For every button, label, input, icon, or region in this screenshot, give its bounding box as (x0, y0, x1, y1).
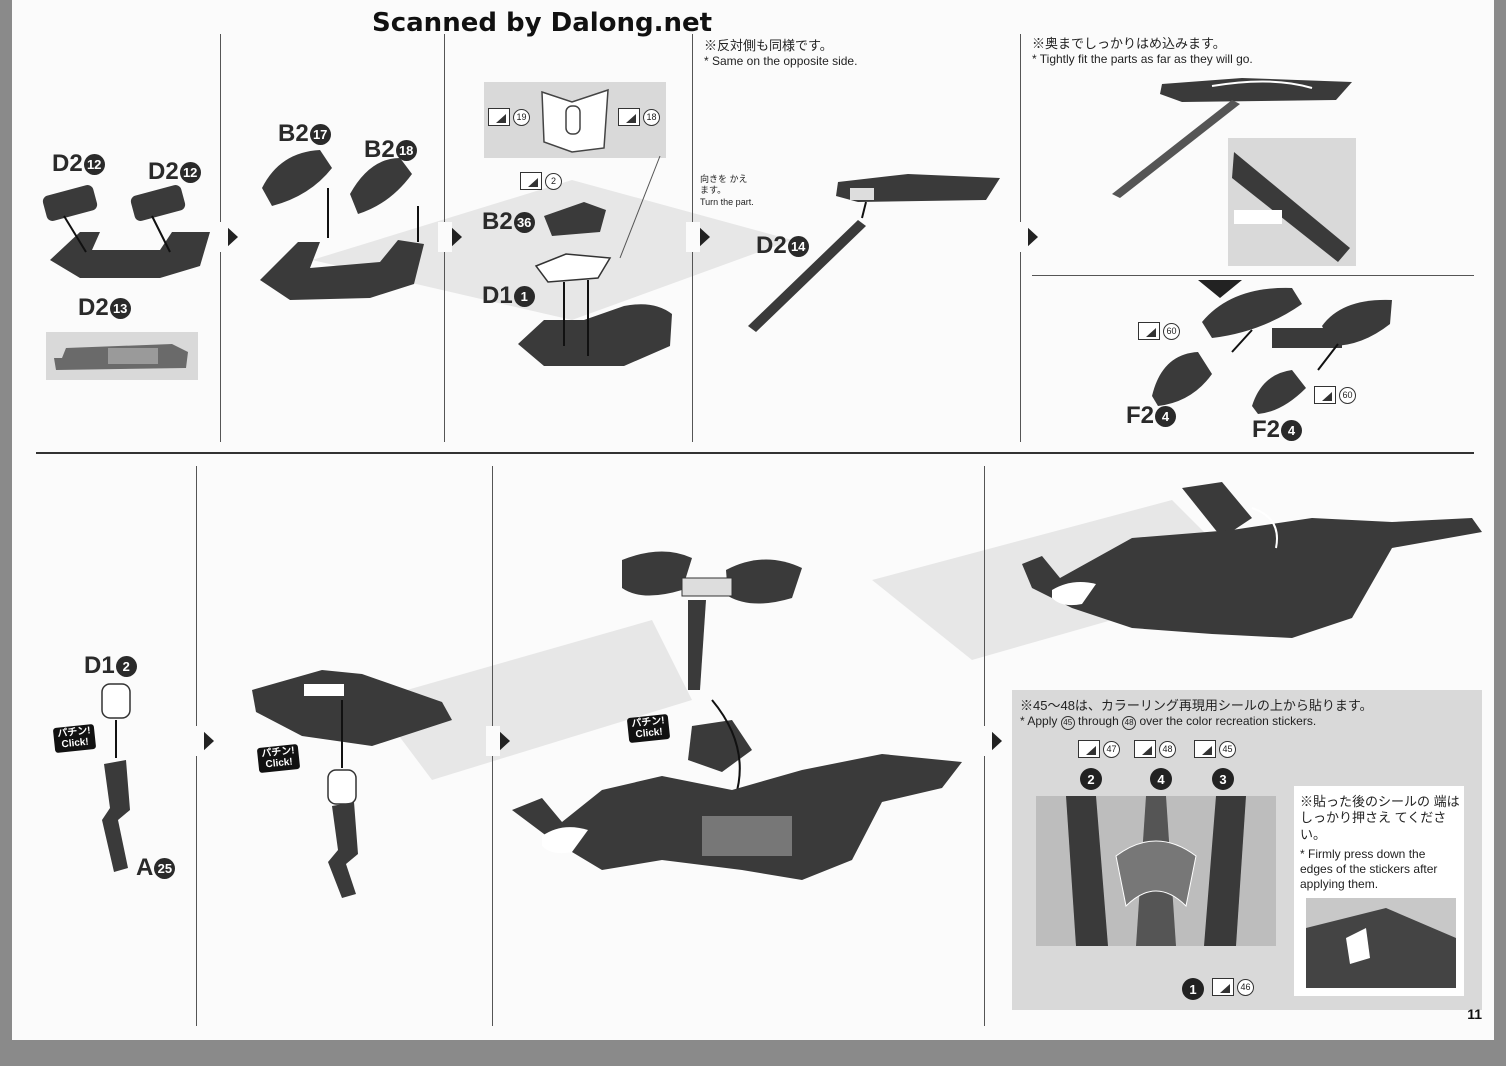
next-step-arrow (1014, 222, 1038, 252)
turn-note: 向きを かえます。 Turn the part. (700, 174, 754, 207)
part-drawing-step2 (260, 150, 424, 300)
next-step-arrow (214, 222, 238, 252)
part-drawing-step3 (518, 155, 672, 366)
down-step-arrow (1198, 280, 1242, 298)
sticker-closeup-drawing (1066, 796, 1246, 946)
sticker-note: ※45〜48は、カラーリング再現用シールの上から貼ります。 * Apply 45… (1020, 698, 1373, 731)
instruction-note: ※奥までしっかりはめ込みます。 * Tightly fit the parts … (1032, 36, 1253, 67)
sticker-callout: 47 (1078, 740, 1120, 758)
sticker-callout: 18 (618, 108, 660, 126)
sticker-callout: 2 (520, 172, 562, 190)
next-step-arrow (190, 726, 214, 756)
part-drawing-step4 (748, 174, 1000, 332)
part-drawing-step5-top (1112, 78, 1352, 198)
next-step-arrow (978, 726, 1002, 756)
click-badge: パチン!Click! (52, 723, 97, 754)
sticker-callout: 60 (1314, 386, 1356, 404)
press-closeup-drawing (1306, 908, 1456, 988)
part-drawing-step6 (101, 683, 131, 872)
part-detail-drawing (1232, 152, 1350, 262)
position-marker: 4 (1150, 768, 1172, 790)
part-drawing-step9-top (1022, 482, 1482, 638)
print-through-background (312, 180, 1252, 780)
sticker-callout: 45 (1194, 740, 1236, 758)
position-marker: 1 (1182, 978, 1204, 1000)
instruction-note: ※反対側も同様です。 * Same on the opposite side. (704, 38, 858, 69)
click-badge: パチン!Click! (626, 713, 671, 744)
part-drawing-step7 (252, 670, 452, 898)
part-drawing-step1 (42, 185, 210, 278)
sticker-callout: 60 (1138, 322, 1180, 340)
position-marker: 2 (1080, 768, 1102, 790)
next-step-arrow (486, 726, 510, 756)
divider (1032, 275, 1474, 276)
click-badge: パチン!Click! (256, 743, 301, 774)
position-marker: 3 (1212, 768, 1234, 790)
press-note: ※貼った後のシールの 端はしっかり押さえ てください。 * Firmly pre… (1300, 794, 1460, 891)
row-divider (36, 452, 1474, 454)
part-detail-drawing (54, 344, 188, 370)
part-drawing-step5-bottom (1152, 287, 1392, 414)
part-detail-drawing (541, 88, 609, 153)
sticker-callout: 46 (1212, 978, 1254, 996)
part-drawing-step8 (512, 551, 962, 880)
sticker-callout: 48 (1134, 740, 1176, 758)
next-step-arrow (686, 222, 710, 252)
next-step-arrow (438, 222, 462, 252)
watermark-text: Scanned by Dalong.net (372, 8, 713, 38)
sticker-callout: 19 (488, 108, 530, 126)
page-number: 11 (1467, 1006, 1482, 1022)
